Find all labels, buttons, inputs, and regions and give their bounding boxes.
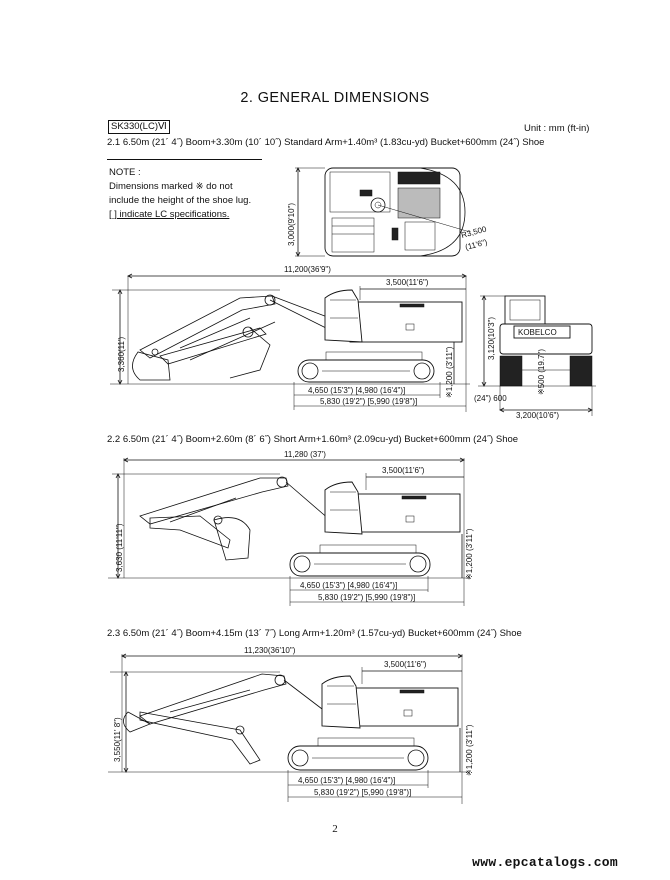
page-title: 2. GENERAL DIMENSIONS xyxy=(240,90,430,106)
top-view-width-label: 3,000(9'10") xyxy=(287,203,296,246)
section-2-2-caption: 2.2 6.50m (21´ 4˝) Boom+2.60m (8´ 6˝) Sh… xyxy=(107,434,519,445)
front-view-drawing: KOBELCO 3,120(10'3") ※500 (19.7") (24") … xyxy=(474,295,596,420)
unit-label: Unit : mm (ft-in) xyxy=(524,123,590,134)
s1-track-length: 5,830 (19'2") [5,990 (19'8")] xyxy=(320,397,417,406)
s2-tail-length: 3,500(11'6") xyxy=(382,466,425,475)
section-2-3-side-view: 11,230(36'10") 3,500(11'6") 3,550(11' 8"… xyxy=(108,646,474,804)
model-label: SK330(LC)Ⅵ xyxy=(108,120,170,134)
note-block: NOTE : Dimensions marked ※ do not includ… xyxy=(107,159,262,222)
s1-height: 3,360(11') xyxy=(117,336,126,372)
s3-overall-length: 11,230(36'10") xyxy=(244,646,296,655)
watermark: www.epcatalogs.com xyxy=(472,855,618,870)
s2-overall-length: 11,280 (37') xyxy=(284,450,326,459)
s3-tail-length: 3,500(11'6") xyxy=(384,660,427,669)
section-2-3-caption: 2.3 6.50m (21´ 4˝) Boom+4.15m (13´ 7˝) L… xyxy=(107,628,522,639)
front-view-brand: KOBELCO xyxy=(518,328,557,337)
note-line-1: Dimensions marked ※ do not xyxy=(109,181,233,192)
s3-height: 3,550(11' 8") xyxy=(113,717,122,762)
section-2-1-caption: 2.1 6.50m (21´ 4˝) Boom+3.30m (10´ 10˝) … xyxy=(107,137,545,148)
s2-height: 3,630 (11'11") xyxy=(115,523,124,572)
page-number: 2 xyxy=(332,823,338,835)
front-overall-width: 3,200(10'6") xyxy=(516,411,559,420)
front-shoe-width: (24") 600 xyxy=(474,394,507,403)
front-cab-height: 3,120(10'3") xyxy=(487,317,496,360)
front-clearance: ※500 (19.7") xyxy=(537,349,546,395)
section-2-1-side-view: 11,200(36'9") 3,500(11'6") 3,360(11') xyxy=(110,265,470,412)
s2-track-height: ※1,200 (3'11") xyxy=(465,528,474,580)
s1-track-height: ※1,200 (3'11") xyxy=(445,346,454,398)
swing-radius-ft-label: (11'6") xyxy=(464,237,488,252)
note-line-2: include the height of the shoe lug. xyxy=(109,195,252,206)
note-rule-top xyxy=(107,159,262,160)
s3-track-height: ※1,200 (3'11") xyxy=(465,724,474,776)
section-2-2-side-view: 11,280 (37') 3,500(11'6") 3,630 (11'11")… xyxy=(108,450,474,606)
s2-track-length: 5,830 (19'2") [5,990 (19'8")] xyxy=(318,593,415,602)
s1-overall-length: 11,200(36'9") xyxy=(284,265,331,274)
s1-tumbler-length: 4,650 (15'3") [4,980 (16'4")] xyxy=(308,386,405,395)
s1-tail-length: 3,500(11'6") xyxy=(386,278,429,287)
top-view-drawing: 3,000(9'10") R3,500 (11'6") xyxy=(287,167,489,257)
note-heading: NOTE : xyxy=(109,167,141,178)
s2-tumbler-length: 4,650 (15'3") [4,980 (16'4")] xyxy=(300,581,397,590)
s3-tumbler-length: 4,650 (15'3") [4,980 (16'4")] xyxy=(298,776,395,785)
s3-track-length: 5,830 (19'2") [5,990 (19'8")] xyxy=(314,788,411,797)
note-line-3: [ ] indicate LC specifications. xyxy=(109,209,230,220)
